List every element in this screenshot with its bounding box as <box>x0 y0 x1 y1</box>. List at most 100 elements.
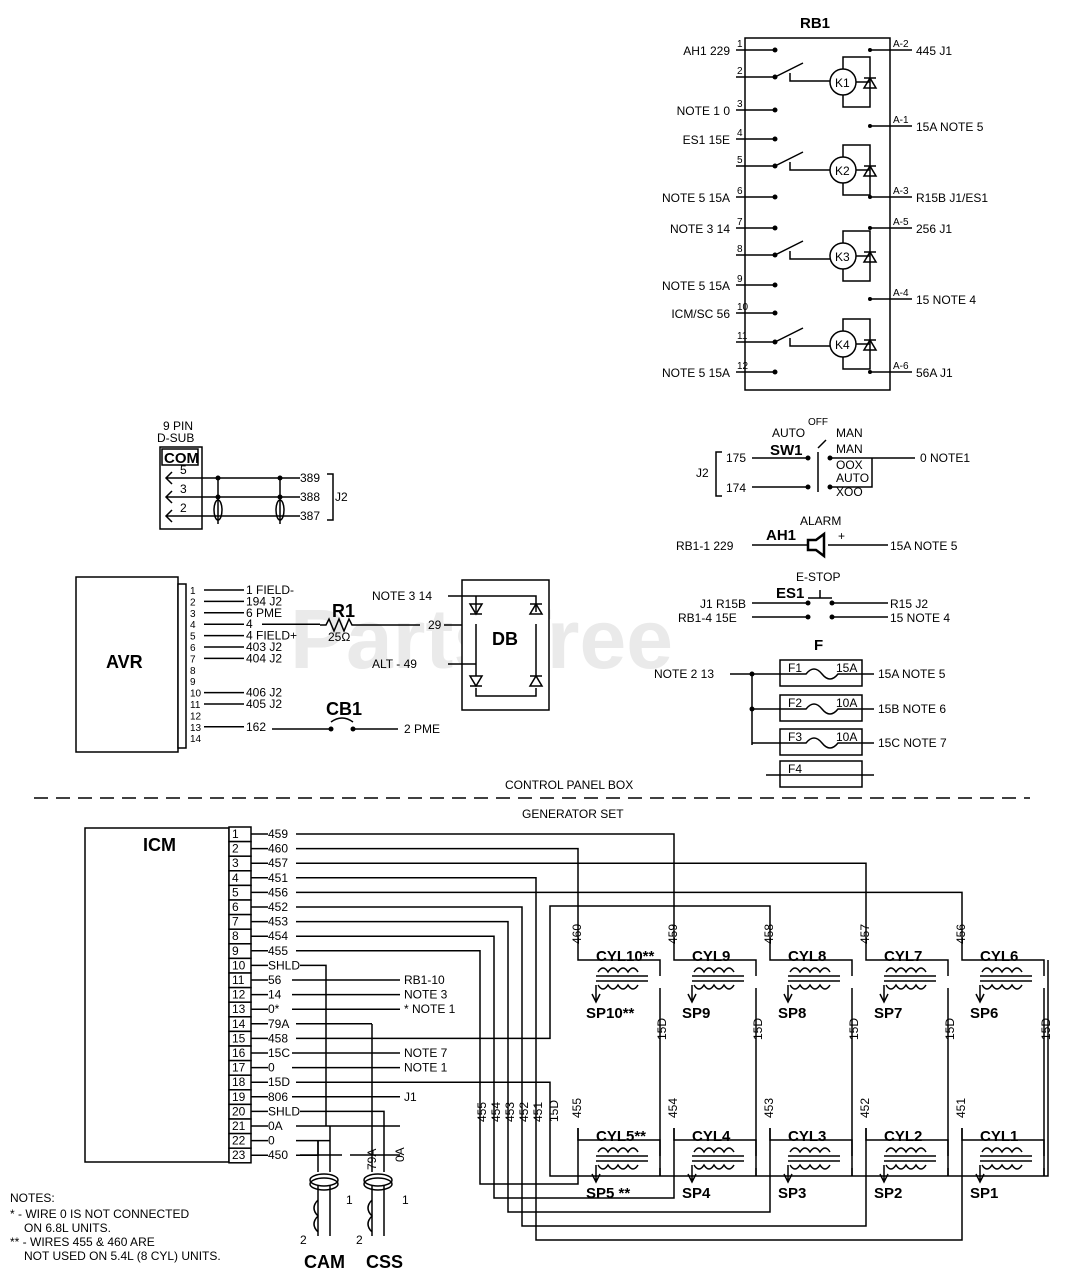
coil-wire-label: 456 <box>954 924 968 944</box>
icm-wire-label: 0* <box>268 1002 280 1016</box>
spark-plug-arrow-icon <box>591 985 601 1004</box>
note-line: * - WIRE 0 IS NOT CONNECTED <box>10 1207 189 1221</box>
harness-wire <box>296 862 867 948</box>
spark-plug-arrow-icon <box>783 985 793 1004</box>
sw1-wire-bottom: 174 <box>726 481 746 495</box>
relay-k1: K1 <box>774 56 878 108</box>
icm-pin-number: 5 <box>232 885 239 899</box>
icm-dest-label: * NOTE 1 <box>404 1002 456 1016</box>
shield-icon <box>309 1173 339 1187</box>
coil-wire-label: 451 <box>954 1098 968 1118</box>
icm-wire-label: 456 <box>268 885 288 899</box>
relay-contact-arm <box>774 240 830 260</box>
coil-return-label: 15D <box>751 1018 765 1040</box>
sensor-coil-icon <box>313 1186 331 1236</box>
css-wire-b: 0A <box>393 1147 407 1162</box>
com-label: COM <box>164 450 199 467</box>
db-bridge-rectifier: DB NOTE 3 14 ALT - 49 <box>372 579 550 711</box>
avr-pin-number: 1 <box>190 586 196 597</box>
avr-pin-number: 5 <box>190 632 196 643</box>
icm-dest-label: NOTE 1 <box>404 1061 448 1075</box>
coil-core-icon <box>692 975 744 982</box>
icm-box <box>84 827 230 1163</box>
junction-dot <box>868 297 872 301</box>
spark-plug-arrow-icon <box>591 1165 601 1184</box>
icm-pin-number: 2 <box>232 842 239 856</box>
harness-wire <box>296 906 867 1227</box>
fuse-id: F1 <box>788 661 802 675</box>
harness-wire-label: 454 <box>489 1102 503 1122</box>
coil-label: CYL1 <box>980 1128 1018 1145</box>
shield-icon <box>363 1173 393 1187</box>
rb1-pin-number: 1 <box>737 39 743 50</box>
cb1-breaker: CB1 2 PME <box>272 699 440 736</box>
harness-wire-label: 451 <box>531 1102 545 1122</box>
spark-plug-label: SP3 <box>778 1185 806 1202</box>
junction-dot <box>868 195 872 199</box>
css-sensor: 79A 0A 1 2 CSS <box>350 1024 409 1272</box>
avr-pin-number: 6 <box>190 643 196 654</box>
sensor-coil-icon <box>367 1186 385 1236</box>
note-line: ** - WIRES 455 & 460 ARE <box>10 1235 155 1249</box>
es1-right-top: R15 J2 <box>890 597 928 611</box>
coil-wire <box>577 948 661 976</box>
sw1-connector: J2 <box>696 466 709 480</box>
es1-contact-dot <box>829 614 835 620</box>
icm-pin-number: 18 <box>232 1075 246 1089</box>
es1-contact-dot <box>829 600 835 606</box>
harness-wire <box>296 960 1049 1177</box>
rb1-right-pin: A-6 <box>893 361 909 372</box>
icm-dest-label: NOTE 3 <box>404 988 448 1002</box>
coil-winding-icon <box>981 967 1023 990</box>
es1-estop: E-STOP ES1 J1 R15B RB1-4 15E R15 J2 15 N… <box>678 570 950 625</box>
cb1-label: CB1 <box>326 699 362 719</box>
ah1-caption: ALARM <box>800 514 841 528</box>
coil-label: CYL10** <box>596 948 655 965</box>
spark-plug-arrow-icon <box>783 1165 793 1184</box>
harness-wire <box>296 950 579 1185</box>
coil-wire-label: 458 <box>762 924 776 944</box>
avr-pin-number: 4 <box>190 620 196 631</box>
dsub-pin-number: 3 <box>180 482 187 496</box>
icm-wire-label: 0 <box>268 1134 275 1148</box>
db-input-bottom: ALT - 49 <box>372 657 417 671</box>
sw1-man-label: MAN <box>836 426 863 440</box>
icm-wire-label: 56 <box>268 973 282 987</box>
junction-dot <box>868 226 872 230</box>
rb1-pin-number: 10 <box>737 302 749 313</box>
shield-icon <box>275 499 285 521</box>
coil-wire-label: 459 <box>666 924 680 944</box>
es1-label: ES1 <box>776 585 804 602</box>
icm-pin-number: 8 <box>232 929 239 943</box>
icm-label: ICM <box>143 835 176 855</box>
rb1-left-label: NOTE 3 14 <box>670 222 730 236</box>
coil-return-label: 15D <box>655 1018 669 1040</box>
harness-wire <box>296 847 579 948</box>
avr-wire-label: 6 PME <box>246 606 282 620</box>
avr-pin-number: 14 <box>190 734 202 745</box>
rb1-contact-dot <box>772 136 778 142</box>
r1-value: 25Ω <box>328 630 350 644</box>
coil-wire <box>865 948 949 976</box>
icm-pin-number: 17 <box>232 1061 246 1075</box>
fuse-id: F2 <box>788 696 802 710</box>
sw1-label: SW1 <box>770 442 803 459</box>
diode-icon <box>528 674 544 687</box>
sw1-contact-dot <box>827 484 833 490</box>
fuse-icon <box>780 737 874 749</box>
avr-pin-number: 11 <box>190 700 201 711</box>
sw1-output: 0 NOTE1 <box>920 451 970 465</box>
rb1-contact-dot <box>772 339 778 345</box>
fuse-output: 15A NOTE 5 <box>878 667 946 681</box>
icm-wire-label: 454 <box>268 929 288 943</box>
r1-label: R1 <box>332 601 355 621</box>
control-panel-box-label: CONTROL PANEL BOX <box>505 778 633 792</box>
rb1-right-label: 56A J1 <box>916 366 953 380</box>
